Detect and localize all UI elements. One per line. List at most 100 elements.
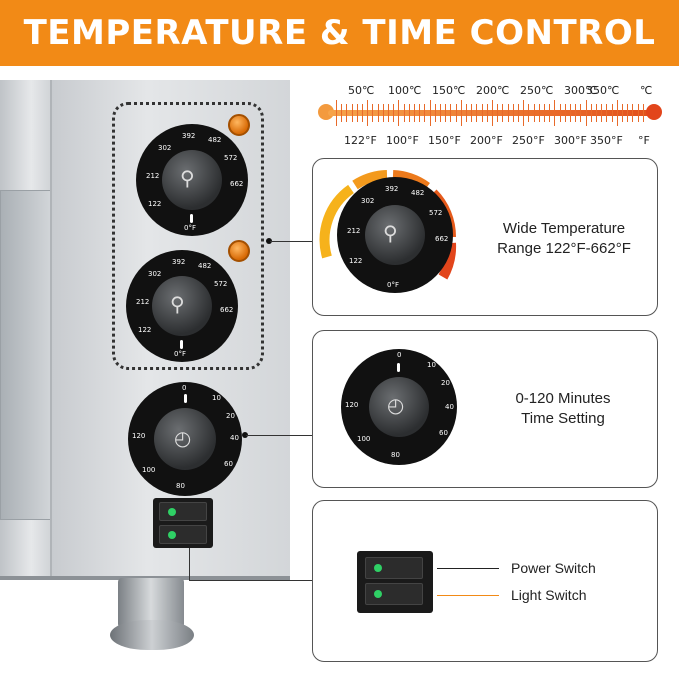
scale-tick (523, 100, 525, 126)
celsius-label: 50℃ (348, 84, 375, 97)
knob-tick: 482 (198, 262, 212, 270)
knob-cap (369, 377, 429, 437)
power-leader-line (437, 568, 499, 569)
power-rocker-detail (365, 557, 423, 579)
scale-tick (538, 104, 540, 122)
oven-switch-panel (153, 498, 213, 548)
light-leader-line (437, 595, 499, 596)
scale-tick (341, 104, 343, 122)
knob-tick: 40 (445, 403, 454, 411)
scale-tick (455, 104, 457, 122)
clock-icon: ◴ (387, 393, 405, 417)
connector-line (189, 548, 190, 580)
scale-tick (616, 100, 618, 126)
scale-tick (377, 104, 379, 122)
knob-tick: 212 (146, 172, 160, 180)
scale-bulb (318, 104, 334, 120)
celsius-label: 350℃ (586, 84, 620, 97)
knob-tick: 80 (176, 482, 185, 490)
temperature-line2: Range 122°F-662°F (497, 240, 631, 257)
knob-tick: 392 (182, 132, 196, 140)
knob-tick: 572 (214, 280, 228, 288)
fahrenheit-label: °F (638, 134, 650, 147)
connector-line (189, 580, 312, 581)
led-indicator (374, 590, 382, 598)
scale-tick (611, 104, 613, 122)
scale-tick (596, 104, 597, 122)
scale-tick (507, 104, 509, 122)
scale-tick (570, 104, 571, 122)
scale-tick (445, 104, 447, 122)
fahrenheit-label: 250°F (512, 134, 545, 147)
knob-pointer (190, 214, 193, 223)
upper-temperature-knob[interactable]: ⚲ 212 302 392 482 572 662 122 0°F (136, 124, 248, 236)
scale-bar (328, 110, 652, 116)
knob-tick: 0 (397, 351, 402, 359)
light-switch-label: Light Switch (511, 587, 587, 603)
scale-tick (642, 104, 644, 122)
connector-line (270, 241, 312, 242)
thermometer-icon: ⚲ (383, 221, 398, 245)
scale-tick (622, 104, 623, 122)
scale-tick (476, 104, 478, 122)
led-indicator (168, 531, 176, 539)
temperature-knobs-frame (112, 102, 264, 370)
time-description: 0-120 Minutes Time Setting (483, 389, 643, 429)
fahrenheit-label: 350°F (590, 134, 623, 147)
scale-tick (346, 104, 348, 122)
scale-tick (460, 100, 462, 126)
scale-tick (585, 100, 587, 126)
scale-tick (336, 100, 337, 126)
celsius-label: 250℃ (520, 84, 554, 97)
scale-tick (502, 104, 504, 122)
lower-temperature-knob[interactable]: ⚲ 212 302 392 482 572 662 122 0°F (126, 250, 238, 362)
timer-knob[interactable]: ◴ 0 10 20 40 60 80 100 120 (128, 382, 242, 496)
fahrenheit-label: 200°F (470, 134, 503, 147)
time-line1: 0-120 Minutes (515, 390, 611, 407)
scale-tick (606, 104, 608, 122)
knob-tick: 482 (411, 189, 425, 197)
knob-tick: 100 (357, 435, 371, 443)
scale-tick (398, 100, 400, 126)
knob-pointer (397, 363, 400, 372)
scale-tick (388, 104, 389, 122)
knob-tick: 20 (441, 379, 450, 387)
knob-tick: 120 (345, 401, 359, 409)
fahrenheit-label: 150°F (428, 134, 461, 147)
scale-tick (554, 100, 556, 126)
light-rocker-detail (365, 583, 423, 605)
switch-panel-detail (357, 551, 433, 613)
knob-tick: 572 (429, 209, 443, 217)
power-switch-label: Power Switch (511, 560, 596, 576)
scale-tick (450, 104, 452, 122)
knob-tick: 0°F (387, 281, 399, 289)
time-line2: Time Setting (521, 410, 605, 427)
scale-tick (419, 104, 421, 122)
thermometer-icon: ⚲ (170, 292, 185, 316)
oven-foot (118, 578, 184, 628)
scale-tick (549, 104, 551, 122)
knob-cap (162, 150, 222, 210)
scale-tick (528, 104, 530, 122)
scale-tick (481, 104, 483, 122)
temperature-line1: Wide Temperature (502, 220, 626, 237)
scale-tick (486, 104, 488, 122)
knob-tick: 0°F (184, 224, 196, 232)
scale-tick (492, 100, 493, 126)
scale-tick (362, 104, 363, 122)
scale-tick (533, 104, 535, 122)
scale-tick (580, 104, 582, 122)
fahrenheit-label: 100°F (386, 134, 419, 147)
timer-knob-detail: ◴ 0 10 20 40 60 80 100 120 (341, 349, 457, 465)
knob-cap (152, 276, 212, 336)
scale-tick (434, 104, 436, 122)
knob-tick: 662 (435, 235, 449, 243)
indicator-lamp-top (228, 114, 250, 136)
scale-tick (414, 104, 415, 122)
power-rocker[interactable] (159, 502, 207, 521)
scale-tick (403, 104, 405, 122)
title-banner: TEMPERATURE & TIME CONTROL (0, 0, 679, 66)
light-rocker[interactable] (159, 525, 207, 544)
temperature-card: ⚲ 212 302 392 482 572 662 122 0°F Wide T… (312, 158, 658, 316)
knob-tick: 120 (132, 432, 146, 440)
